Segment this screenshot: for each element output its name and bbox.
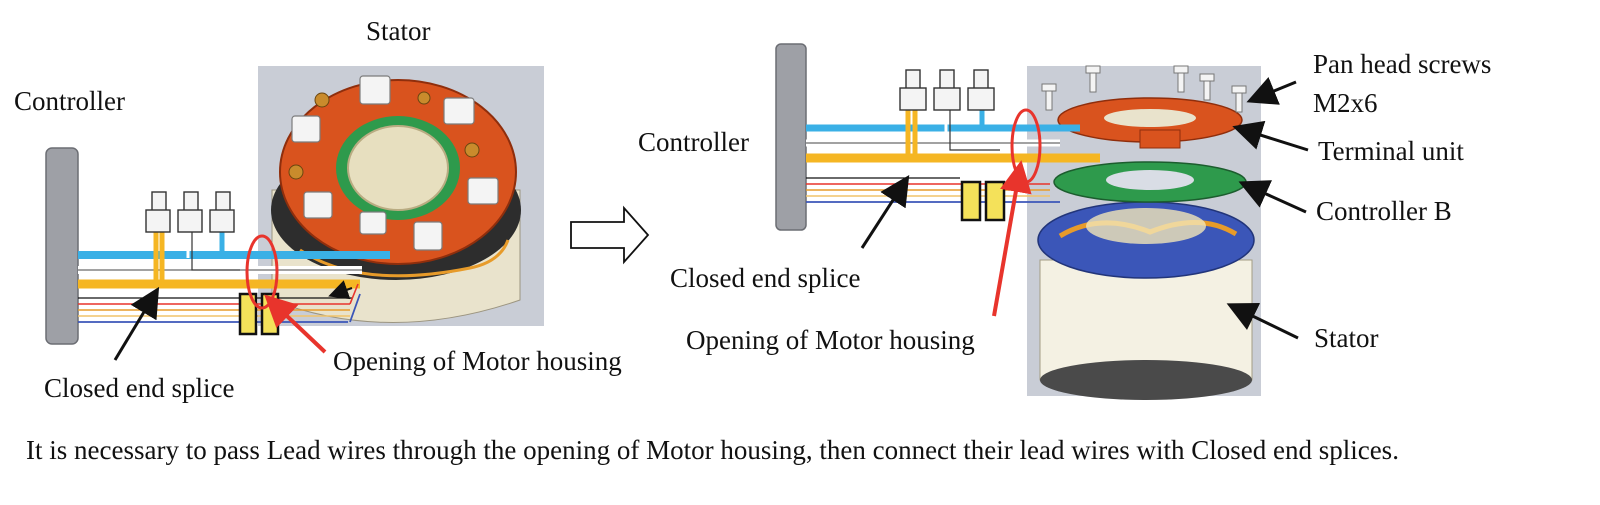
terminal-unit-label: Terminal unit (1318, 136, 1464, 166)
controller-b-label: Controller B (1316, 196, 1452, 226)
screws-arrow (1246, 77, 1297, 105)
left-controller-plate (45, 147, 79, 345)
terminal-unit-arrow (1232, 120, 1309, 152)
left-white-clips (291, 75, 499, 251)
right-assembly (775, 43, 1309, 400)
pan-head-screws-label: Pan head screws (1313, 49, 1492, 79)
controller-b-arrow (1238, 180, 1307, 214)
right-closed-end-splices (960, 180, 1006, 222)
left-splice-arrow (113, 286, 160, 361)
left-opening-ring (245, 234, 279, 310)
left-center-hole (347, 125, 449, 211)
left-wires (78, 232, 390, 323)
right-controller-label: Controller (638, 127, 749, 157)
left-screw-heads (288, 91, 480, 180)
right-opening-label: Opening of Motor housing (686, 325, 975, 355)
figure-caption: It is necessary to pass Lead wires throu… (26, 435, 1399, 465)
left-opening-label: Opening of Motor housing (333, 346, 622, 376)
stator-arrow (1226, 302, 1299, 340)
left-connectors (145, 191, 235, 233)
screw-size-label: M2x6 (1313, 88, 1378, 118)
right-closed-end-splice-label: Closed end splice (670, 263, 861, 293)
right-screws (1041, 65, 1247, 113)
right-opening-arrow (992, 160, 1032, 317)
transition-arrow-icon (570, 205, 650, 265)
left-closed-end-splice-label: Closed end splice (44, 373, 235, 403)
right-controller-plate (775, 43, 807, 231)
right-splice-arrow (860, 174, 910, 249)
left-stator-label: Stator (366, 16, 431, 46)
right-connectors (899, 69, 995, 111)
left-assembly (45, 66, 544, 361)
left-controller-label: Controller (14, 86, 125, 116)
right-stator-label: Stator (1314, 323, 1379, 353)
left-opening-arrow (264, 294, 327, 354)
